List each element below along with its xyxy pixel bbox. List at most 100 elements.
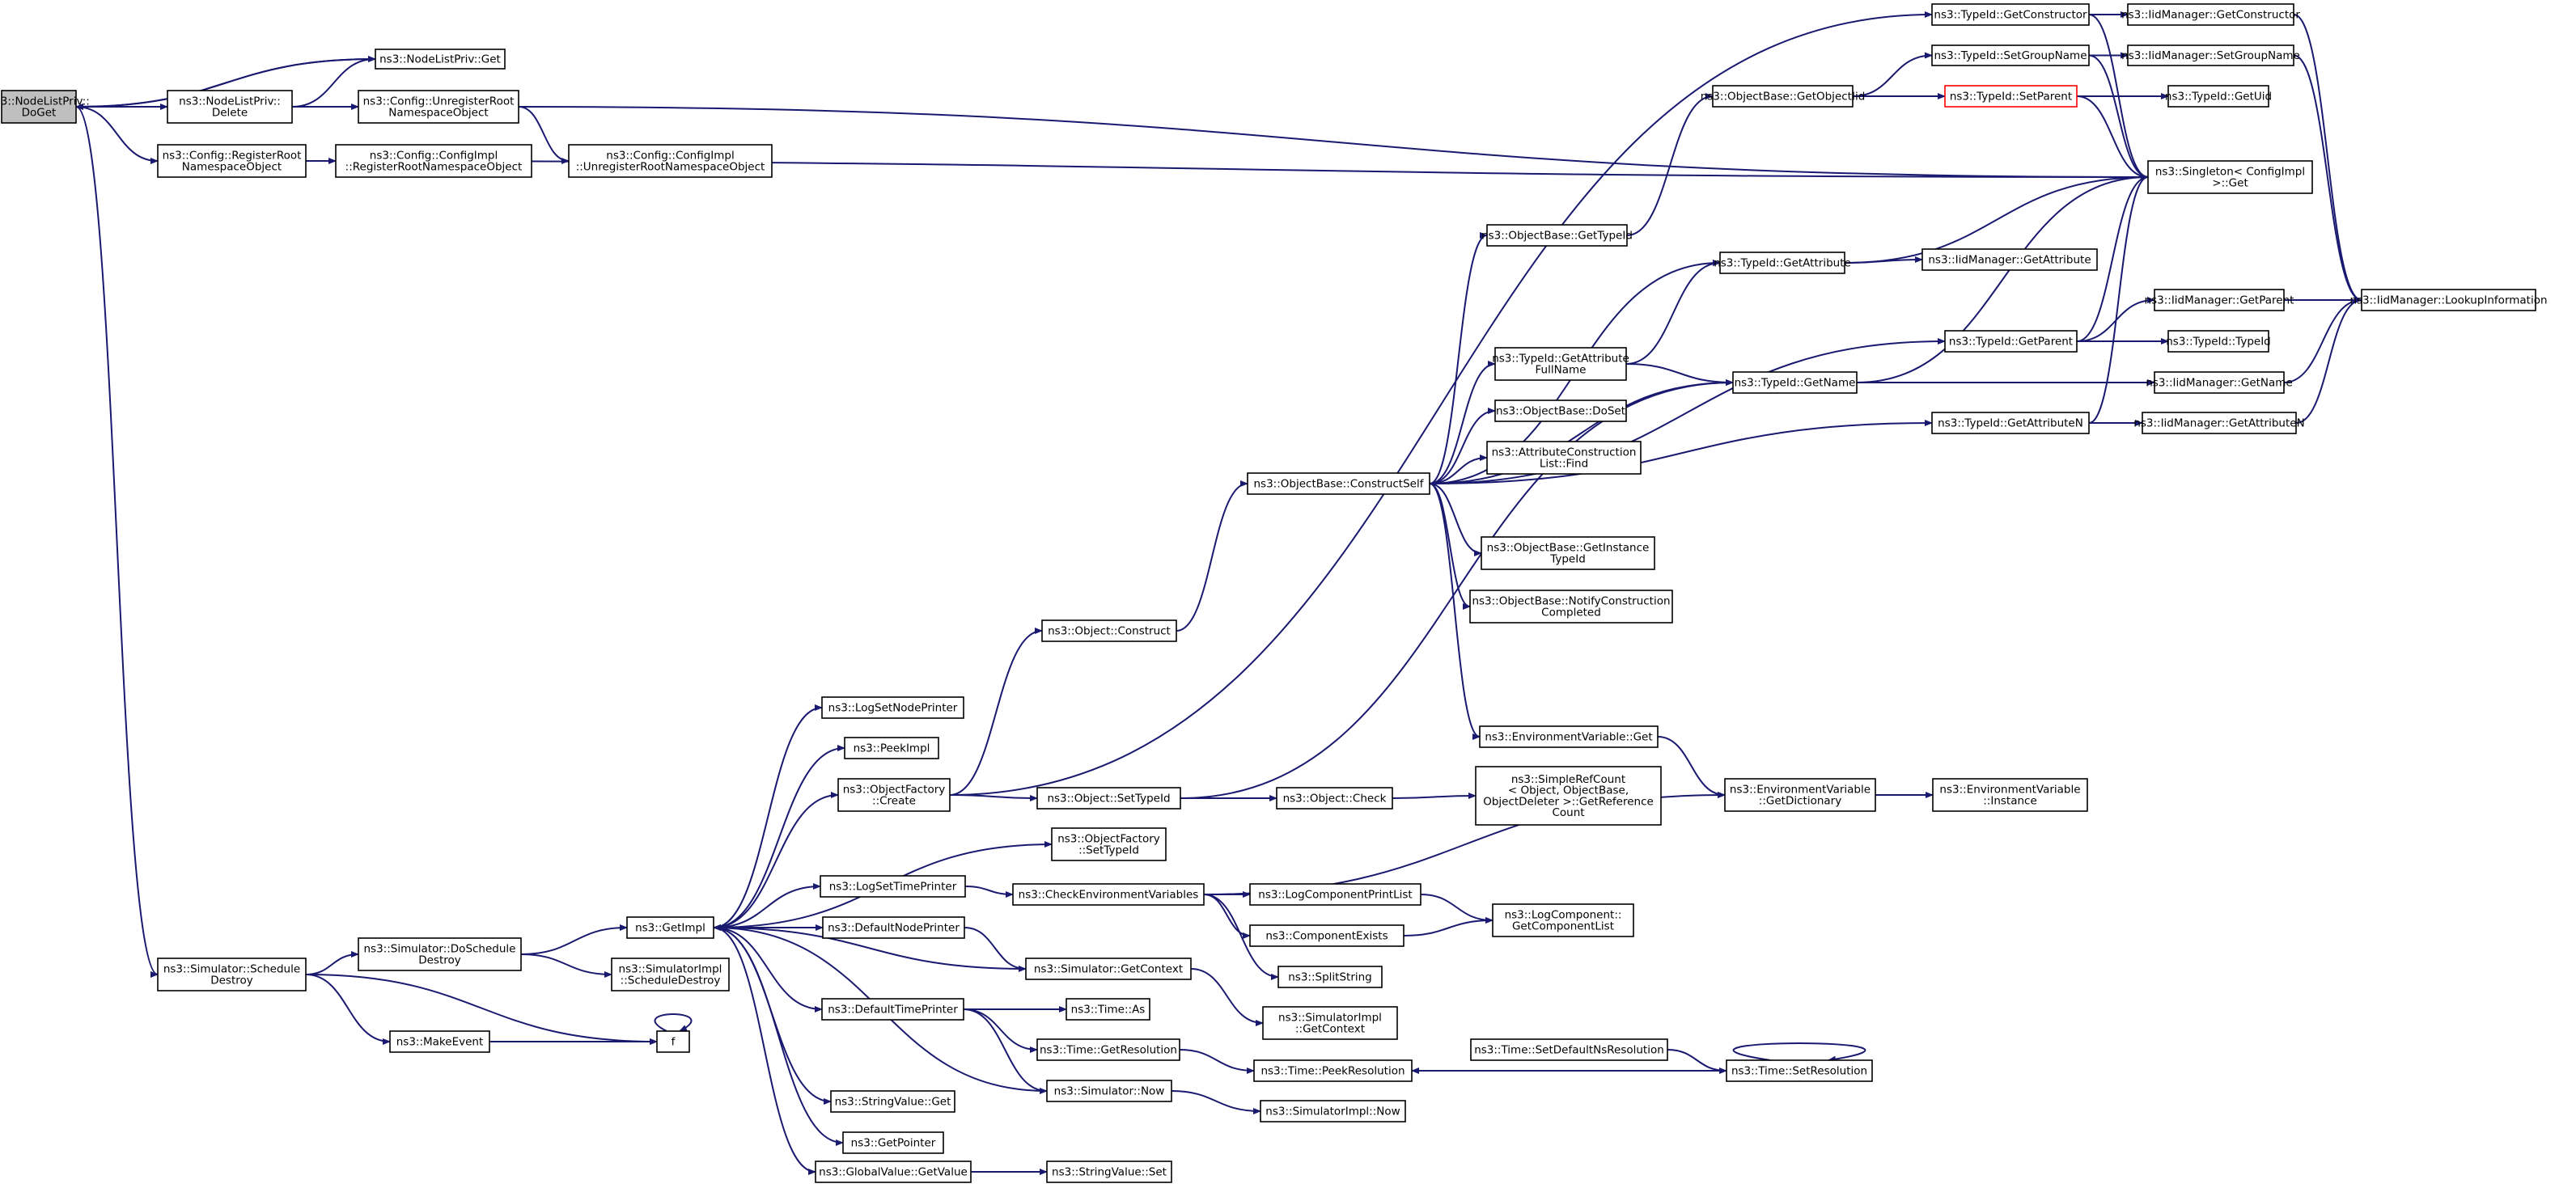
node-label: ns3::ObjectFactory	[843, 784, 946, 797]
node-iid-lookupinformation[interactable]: ns3::IidManager::LookupInformation	[2349, 289, 2548, 311]
node-label: ns3::TypeId::SetGroupName	[1934, 49, 2087, 62]
node-objfactory-create[interactable]: ns3::ObjectFactory::Create	[837, 778, 951, 812]
node-typeid-getattributen[interactable]: ns3::TypeId::GetAttributeN	[1931, 412, 2090, 434]
node-iid-setgroupname[interactable]: ns3::IidManager::SetGroupName	[2121, 44, 2300, 66]
edge-ob_constructself-to-envvar_get	[1429, 483, 1481, 740]
node-box	[844, 737, 939, 759]
node-label: ns3::MakeEvent	[396, 1036, 484, 1049]
node-iid-getparent[interactable]: ns3::IidManager::GetParent	[2145, 289, 2294, 311]
node-object-construct[interactable]: ns3::Object::Construct	[1041, 619, 1177, 642]
node-sim-getcontext[interactable]: ns3::Simulator::GetContext	[1025, 958, 1192, 980]
node-iid-getattribute[interactable]: ns3::IidManager::GetAttribute	[1921, 248, 2098, 271]
node-box	[837, 778, 951, 812]
node-label: ns3::IidManager::GetConstructor	[2121, 9, 2300, 22]
node-time-setresolution[interactable]: ns3::Time::SetResolution	[1726, 1059, 1873, 1082]
node-doget[interactable]: ns3::NodeListPriv::DoGet	[0, 90, 90, 124]
node-cfgimpl-reg[interactable]: ns3::Config::ConfigImpl::RegisterRootNam…	[335, 144, 532, 178]
node-logsettimeprinter[interactable]: ns3::LogSetTimePrinter	[820, 875, 966, 898]
node-object-settypeid[interactable]: ns3::Object::SetTypeId	[1036, 787, 1181, 810]
node-typeid-getname[interactable]: ns3::TypeId::GetName	[1732, 371, 1858, 394]
node-typeid-getattribute[interactable]: ns3::TypeId::GetAttribute	[1714, 252, 1851, 274]
node-label: ns3::TypeId::SetParent	[1950, 91, 2072, 104]
edge-iid_getattributen-to-iid_lookupinformation	[2295, 297, 2362, 424]
node-ob-getobjectiid[interactable]: ns3::ObjectBase::GetObjectIid	[1701, 85, 1866, 108]
node-typeid-setgroupname[interactable]: ns3::TypeId::SetGroupName	[1931, 44, 2090, 66]
edge-getimpl-to-peekimpl	[713, 745, 845, 928]
node-envvar-instance[interactable]: ns3::EnvironmentVariable::Instance	[1932, 778, 2088, 812]
node-simplerefcount[interactable]: ns3::SimpleRefCount< Object, ObjectBase,…	[1475, 766, 1662, 826]
node-cfg-unreg[interactable]: ns3::Config::UnregisterRootNamespaceObje…	[358, 90, 519, 124]
node-object-check[interactable]: ns3::Object::Check	[1276, 787, 1393, 810]
node-envvar-getdictionary[interactable]: ns3::EnvironmentVariable::GetDictionary	[1724, 778, 1876, 812]
node-label: ns3::TypeId::GetAttribute	[1492, 353, 1629, 366]
node-ob-doset[interactable]: ns3::ObjectBase::DoSet	[1494, 400, 1627, 422]
node-ob-notifyconstruction[interactable]: ns3::ObjectBase::NotifyConstructionCompl…	[1469, 590, 1673, 624]
node-defaultnodeprinter[interactable]: ns3::DefaultNodePrinter	[822, 916, 965, 939]
node-time-peekresolution[interactable]: ns3::Time::PeekResolution	[1253, 1059, 1413, 1082]
node-typeid-getuid[interactable]: ns3::TypeId::GetUid	[2165, 85, 2272, 108]
node-label: TypeId	[1549, 552, 1586, 565]
node-logsetnodeprinter[interactable]: ns3::LogSetNodePrinter	[821, 696, 964, 719]
node-typeid-getparent[interactable]: ns3::TypeId::GetParent	[1944, 330, 2078, 353]
node-defaulttimeprinter[interactable]: ns3::DefaultTimePrinter	[821, 998, 964, 1021]
node-time-as[interactable]: ns3::Time::As	[1066, 998, 1150, 1021]
node-f[interactable]: f	[656, 1030, 690, 1053]
node-cfg-reg[interactable]: ns3::Config::RegisterRootNamespaceObject	[157, 144, 307, 178]
node-globalvalue-getvalue[interactable]: ns3::GlobalValue::GetValue	[815, 1161, 972, 1183]
node-stringvalue-set[interactable]: ns3::StringValue::Set	[1046, 1161, 1172, 1183]
node-singleton-get[interactable]: ns3::Singleton< ConfigImpl >::Get	[2147, 160, 2313, 194]
node-label: ns3::EnvironmentVariable	[1730, 784, 1871, 797]
node-box	[815, 1161, 972, 1183]
node-time-setdefaultnsres[interactable]: ns3::Time::SetDefaultNsResolution	[1470, 1038, 1668, 1061]
node-label: ns3::StringValue::Get	[835, 1096, 951, 1109]
node-simimpl-now[interactable]: ns3::SimulatorImpl::Now	[1260, 1100, 1406, 1122]
node-getimpl[interactable]: ns3::GetImpl	[626, 916, 714, 939]
node-objfactory-settypeid[interactable]: ns3::ObjectFactory::SetTypeId	[1051, 827, 1167, 861]
node-label: ns3::LogSetTimePrinter	[829, 881, 957, 894]
node-stringvalue-get[interactable]: ns3::StringValue::Get	[830, 1090, 955, 1113]
node-box	[1931, 412, 2090, 434]
node-simimpl-scheduledestroy[interactable]: ns3::SimulatorImpl::ScheduleDestroy	[611, 958, 730, 991]
node-componentexists[interactable]: ns3::ComponentExists	[1249, 924, 1405, 947]
node-box	[335, 144, 532, 178]
node-box	[2127, 3, 2294, 26]
node-box	[1479, 725, 1659, 748]
node-label: ns3::Object::SetTypeId	[1047, 793, 1170, 805]
node-label: ns3::TypeId::GetAttributeN	[1938, 417, 2083, 430]
node-label: ns3::Config::RegisterRoot	[163, 150, 302, 163]
node-peekimpl[interactable]: ns3::PeekImpl	[844, 737, 939, 759]
node-label: ns3::SimulatorImpl	[619, 963, 722, 976]
edge-checkenvvars-to-splitstring	[1203, 894, 1279, 980]
node-splitstring[interactable]: ns3::SplitString	[1277, 966, 1383, 988]
node-nlp-delete[interactable]: ns3::NodeListPriv::Delete	[167, 90, 293, 124]
edge-objfactory_create-to-object_construct	[949, 628, 1043, 796]
node-typeid-getconstructor[interactable]: ns3::TypeId::GetConstructor	[1931, 3, 2090, 26]
node-envvar-get[interactable]: ns3::EnvironmentVariable::Get	[1479, 725, 1659, 748]
node-logcomponentprintlist[interactable]: ns3::LogComponentPrintList	[1249, 883, 1421, 906]
node-ob-gettypeid[interactable]: ns3::ObjectBase::GetTypeId	[1481, 224, 1633, 247]
node-getpointer[interactable]: ns3::GetPointer	[842, 1131, 944, 1154]
node-sim-now[interactable]: ns3::Simulator::Now	[1046, 1080, 1172, 1102]
node-checkenvvars[interactable]: ns3::CheckEnvironmentVariables	[1012, 883, 1205, 906]
edge-logsettimeprinter-to-checkenvvars	[964, 886, 1014, 898]
node-typeid-typeid[interactable]: ns3::TypeId::TypeId	[2166, 330, 2271, 353]
node-makeevent[interactable]: ns3::MakeEvent	[389, 1030, 490, 1053]
node-iid-getconstructor[interactable]: ns3::IidManager::GetConstructor	[2121, 3, 2300, 26]
node-label: Count	[1552, 806, 1584, 819]
node-ob-constructself[interactable]: ns3::ObjectBase::ConstructSelf	[1247, 472, 1430, 495]
node-iid-getattributen[interactable]: ns3::IidManager::GetAttributeN	[2133, 412, 2305, 434]
node-logcomponent-getcomponentlist[interactable]: ns3::LogComponent::GetComponentList	[1492, 903, 1634, 937]
edge-sim_getcontext-to-simimpl_getcontext	[1190, 968, 1264, 1026]
node-simimpl-getcontext[interactable]: ns3::SimulatorImpl::GetContext	[1262, 1006, 1398, 1040]
node-cfgimpl-unreg[interactable]: ns3::Config::ConfigImpl::UnregisterRootN…	[568, 144, 773, 178]
node-sim-scheduledestroy[interactable]: ns3::Simulator::ScheduleDestroy	[157, 958, 307, 991]
node-iid-getname[interactable]: ns3::IidManager::GetName	[2146, 371, 2293, 394]
node-nlp-get[interactable]: ns3::NodeListPriv::Get	[375, 49, 506, 70]
node-typeid-setparent[interactable]: ns3::TypeId::SetParent	[1944, 85, 2078, 108]
node-label: ::GetDictionary	[1759, 794, 1841, 807]
node-time-getresolution[interactable]: ns3::Time::GetResolution	[1036, 1038, 1180, 1061]
